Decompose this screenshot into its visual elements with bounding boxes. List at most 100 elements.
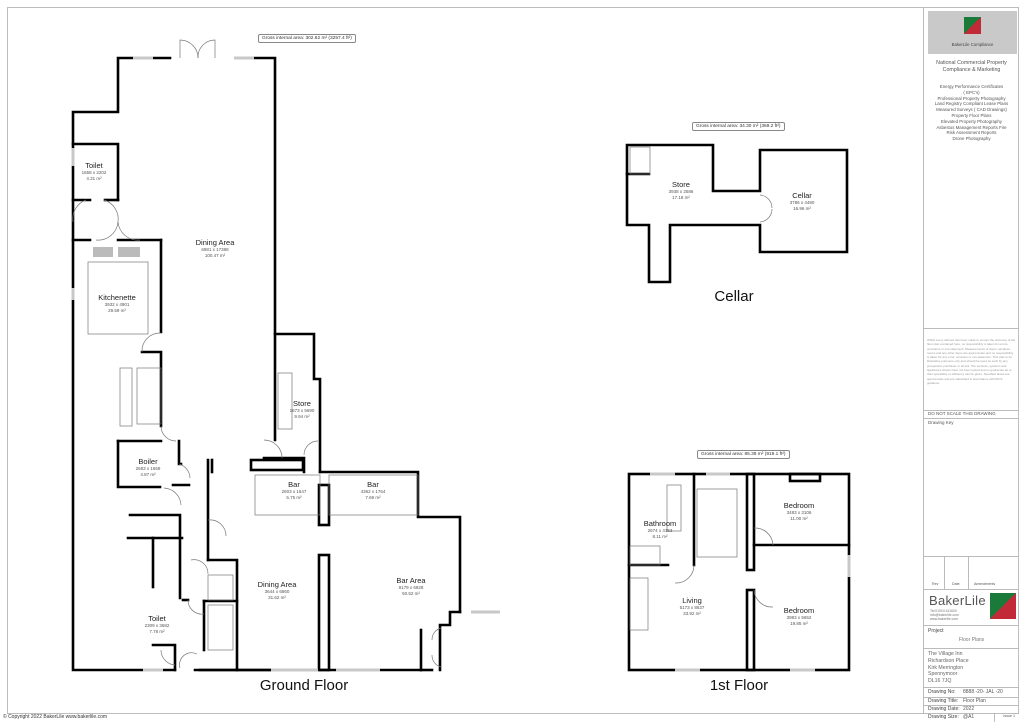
drawing-no-label: Drawing No: xyxy=(928,689,956,695)
services-list: Energy Performance Certificates ( EPC's)… xyxy=(926,84,1017,142)
room-area: 16.96 m² xyxy=(793,206,811,211)
room-area: 100.47 m² xyxy=(204,253,226,258)
room-name: Store xyxy=(293,399,311,408)
drawing-date-label: Drawing Date: xyxy=(928,706,960,712)
drawing-border xyxy=(7,7,1019,714)
property-address: The Village Inn Richardson Place Kirk Me… xyxy=(928,651,969,685)
room-dims: 2309 x 3682 xyxy=(144,623,170,628)
bakerlile-brand-icon xyxy=(990,593,1016,619)
room-dims: 2603 x 1647 xyxy=(281,489,307,494)
room-area: 11.00 m² xyxy=(790,516,808,521)
room-name: Dining Area xyxy=(195,238,235,247)
disclaimer-text: Whilst every attempt has been made to en… xyxy=(927,338,1016,385)
drawing-key-label: Drawing Key xyxy=(928,420,954,425)
service-item: Elevated Property Photography xyxy=(940,118,1003,124)
address-line: The Village Inn xyxy=(928,651,963,657)
room-area: 4.31 m² xyxy=(86,176,102,181)
room-name: Store xyxy=(672,180,690,189)
room-area: 7.78 m² xyxy=(149,629,165,634)
room-area: 17.18 m² xyxy=(672,195,690,200)
room-name: Toilet xyxy=(148,614,166,623)
contact-email: info@bakerlile.com xyxy=(930,613,959,618)
service-item: Energy Performance Certificates xyxy=(939,84,1004,89)
room-dims: 3983 x 5652 xyxy=(786,615,812,620)
service-item: Risk Assessment Reports xyxy=(946,130,997,136)
cellar-gross-area: Gross internal area: 34.30 m² (369.2 ft²… xyxy=(692,122,785,131)
room-area: 50.52 m² xyxy=(402,591,420,596)
room-dims: 4362 x 1764 xyxy=(360,489,386,494)
room-name: Kitchenette xyxy=(98,293,136,302)
room-dims: 3938 x 2586 xyxy=(668,189,694,194)
ground-floor-gross-area: Gross internal area: 302.62 m² (3257.4 f… xyxy=(258,34,356,43)
issue-number: Issue 1 xyxy=(1003,714,1015,718)
address-line: Richardson Place xyxy=(928,657,969,664)
room-dims: 2683 x 1659 xyxy=(135,466,161,471)
drawing-title-label: Drawing Title: xyxy=(928,698,959,704)
do-not-scale-note: DO NOT SCALE THIS DRAWING xyxy=(928,411,996,416)
room-area: 9.94 m² xyxy=(294,414,310,419)
ground-floor-title: Ground Floor xyxy=(259,677,349,694)
company-tagline: National Commercial Property Compliance … xyxy=(926,60,1017,74)
company-line: Compliance & Marketing xyxy=(942,67,1001,73)
room-dims: 3483 x 3106 xyxy=(786,510,812,515)
rev-header: Rev xyxy=(932,582,939,586)
room-name: Cellar xyxy=(792,191,812,200)
company-line: National Commercial Property xyxy=(936,60,1007,66)
room-dims: 1658 x 2202 xyxy=(81,170,107,175)
service-item: Measured Surveys ( CAD Drawings) xyxy=(936,107,1007,113)
address-line: Spennymoor xyxy=(928,671,958,678)
drawing-title-value: Floor Plan xyxy=(963,698,986,704)
room-dims: 3932 x 4901 xyxy=(104,302,130,307)
address-line: Kirk Merrington xyxy=(928,664,964,671)
drawing-size-value: @A1 xyxy=(963,714,975,720)
room-area: 31.62 m² xyxy=(268,595,286,600)
drawing-no-row: Drawing No: 8888 -20- JAL -20 xyxy=(924,688,1019,697)
room-name: Bedroom xyxy=(783,501,815,510)
room-dims: 3786 x 4480 xyxy=(789,200,815,205)
room-name: Bar xyxy=(367,480,379,489)
room-area: 19.85 m² xyxy=(790,621,808,626)
compliance-logo: BakerLile Compliance xyxy=(928,11,1017,54)
bakerlile-logo-icon xyxy=(964,17,981,34)
issue-label: Issue xyxy=(1003,714,1012,718)
room-area: 33.92 m² xyxy=(683,611,701,616)
amendments-header: Amendments xyxy=(974,582,996,586)
room-name: Toilet xyxy=(85,161,103,170)
room-name: Bar xyxy=(288,480,300,489)
room-dims: 9179 x 6828 xyxy=(398,585,424,590)
project-label: Project xyxy=(928,628,944,634)
service-item: Property Floor Plans xyxy=(951,112,992,118)
contact-website: www.bakerlile.com xyxy=(930,617,959,622)
room-dims: 2674 x 4153 xyxy=(647,528,673,533)
room-area: 7.69 m² xyxy=(365,495,381,500)
issue-value: 1 xyxy=(1013,714,1015,718)
room-dims: 3644 x 6860 xyxy=(264,589,290,594)
date-header: Date xyxy=(952,582,960,586)
contact-phone: Tel:01904 611600 xyxy=(930,609,957,613)
drawing-date-value: 2022 xyxy=(963,706,975,712)
drawing-size-row: Drawing Size: @A1 Issue 1 xyxy=(924,713,1019,722)
logo-caption: BakerLile Compliance xyxy=(951,42,994,47)
room-name: Living xyxy=(682,596,702,605)
copyright-notice: © Copyright 2022 BakerLile www.bakerlile… xyxy=(3,714,108,720)
address-line: DL16 7JQ xyxy=(928,678,952,685)
room-name: Bar Area xyxy=(396,576,426,585)
room-area: 5.75 m² xyxy=(286,495,302,500)
drawing-title-row: Drawing Title: Floor Plan xyxy=(924,697,1019,706)
room-area: 29.59 m² xyxy=(108,308,126,313)
room-name: Dining Area xyxy=(257,580,297,589)
room-name: Bathroom xyxy=(643,519,677,528)
service-item: Land Registry Compliant Lease Plans xyxy=(934,101,1009,107)
room-dims: 6981 x 17388 xyxy=(201,247,229,252)
drawing-date-row: Drawing Date: 2022 xyxy=(924,705,1019,714)
brand-name: BakerLile xyxy=(929,593,986,608)
drawing-size-label: Drawing Size: xyxy=(928,714,959,720)
room-name: Bedroom xyxy=(783,606,815,615)
title-block: BakerLile Compliance National Commercial… xyxy=(923,8,1019,722)
service-item: ( EPC's) xyxy=(963,89,980,95)
service-item: Asbestos Management Reports Fire xyxy=(936,124,1007,130)
cellar-title: Cellar xyxy=(714,288,754,305)
room-dims: 1673 x 5690 xyxy=(289,408,315,413)
service-item: Drone Photography xyxy=(952,136,991,142)
